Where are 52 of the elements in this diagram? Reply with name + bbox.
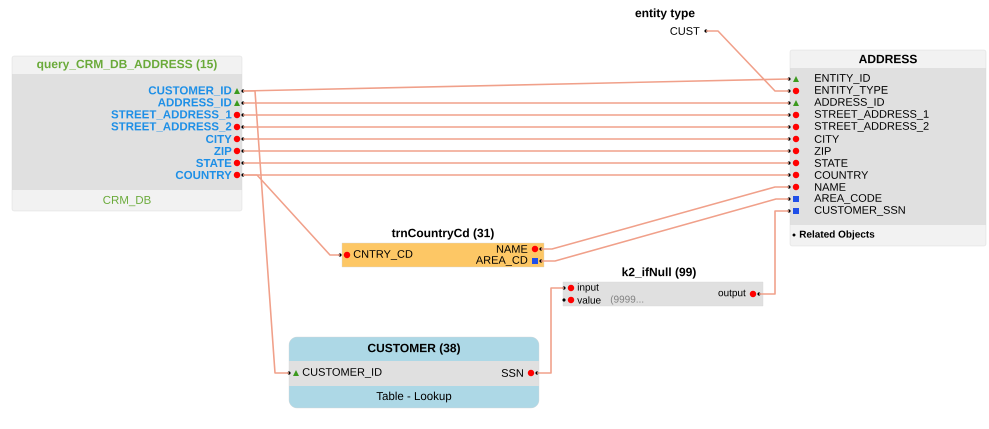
connector-line (243, 126, 789, 128)
connector-line (243, 90, 289, 374)
table-title: trnCountryCd (31) (392, 228, 494, 240)
table-title: ADDRESS (858, 54, 917, 64)
field-label: CITY (206, 134, 232, 144)
footer-text: Related Objects (800, 230, 874, 240)
field-label: SSN (502, 369, 523, 377)
connector-line (243, 114, 789, 116)
connector-line (537, 287, 564, 374)
field-label: COUNTRY (814, 171, 868, 179)
field-label: ZIP (214, 147, 232, 155)
field-label: ENTITY_ID (815, 74, 870, 84)
field-label: NAME (815, 183, 846, 191)
footer-text: Table - Lookup (376, 392, 452, 402)
table-title: query_CRM_DB_ADDRESS (15) (37, 59, 217, 71)
field-label: ADDRESS_ID (814, 98, 884, 108)
field-label: STATE (196, 158, 232, 168)
default-value: (9999... (610, 295, 644, 305)
field-label: CUSTOMER_ID (148, 86, 232, 96)
field-label: ENTITY_TYPE (815, 86, 888, 96)
table-title: CUSTOMER (38) (368, 343, 460, 355)
connector-line (759, 210, 789, 295)
table-title: k2_ifNull (99) (622, 267, 696, 279)
field-label: STREET_ADDRESS_1 (111, 110, 232, 120)
field-label: STREET_ADDRESS_2 (111, 122, 232, 132)
field-label: STREET_ADDRESS_2 (814, 122, 929, 132)
connector-line (706, 30, 789, 92)
footer-text: CRM_DB (103, 196, 151, 206)
field-label: CUSTOMER_ID (302, 368, 382, 378)
field-label: CITY (814, 135, 840, 143)
field-label: CNTRY_CD (354, 250, 412, 260)
node-title: entity type (635, 8, 695, 20)
field-label: AREA_CD (476, 256, 528, 266)
field-label: NAME (496, 245, 528, 253)
connector-line (541, 186, 789, 250)
field-label: STREET_ADDRESS_1 (814, 110, 929, 120)
connector-line (243, 138, 789, 140)
connector-line (243, 102, 789, 104)
field-label: CUSTOMER_SSN (814, 206, 905, 216)
field-label: COUNTRY (176, 170, 232, 180)
connector-line (243, 174, 340, 256)
connector-line (243, 150, 789, 152)
field-label: ZIP (814, 147, 831, 155)
field-label: value (577, 296, 601, 304)
field-label: AREA_CODE (814, 194, 882, 204)
field-label: ADDRESS_ID (158, 98, 232, 108)
connector-line (541, 198, 789, 262)
field-label: CUST (670, 27, 700, 35)
connector-line (243, 162, 789, 164)
field-label: STATE (814, 159, 848, 167)
field-label: output (718, 290, 746, 298)
field-label: input (578, 283, 599, 293)
